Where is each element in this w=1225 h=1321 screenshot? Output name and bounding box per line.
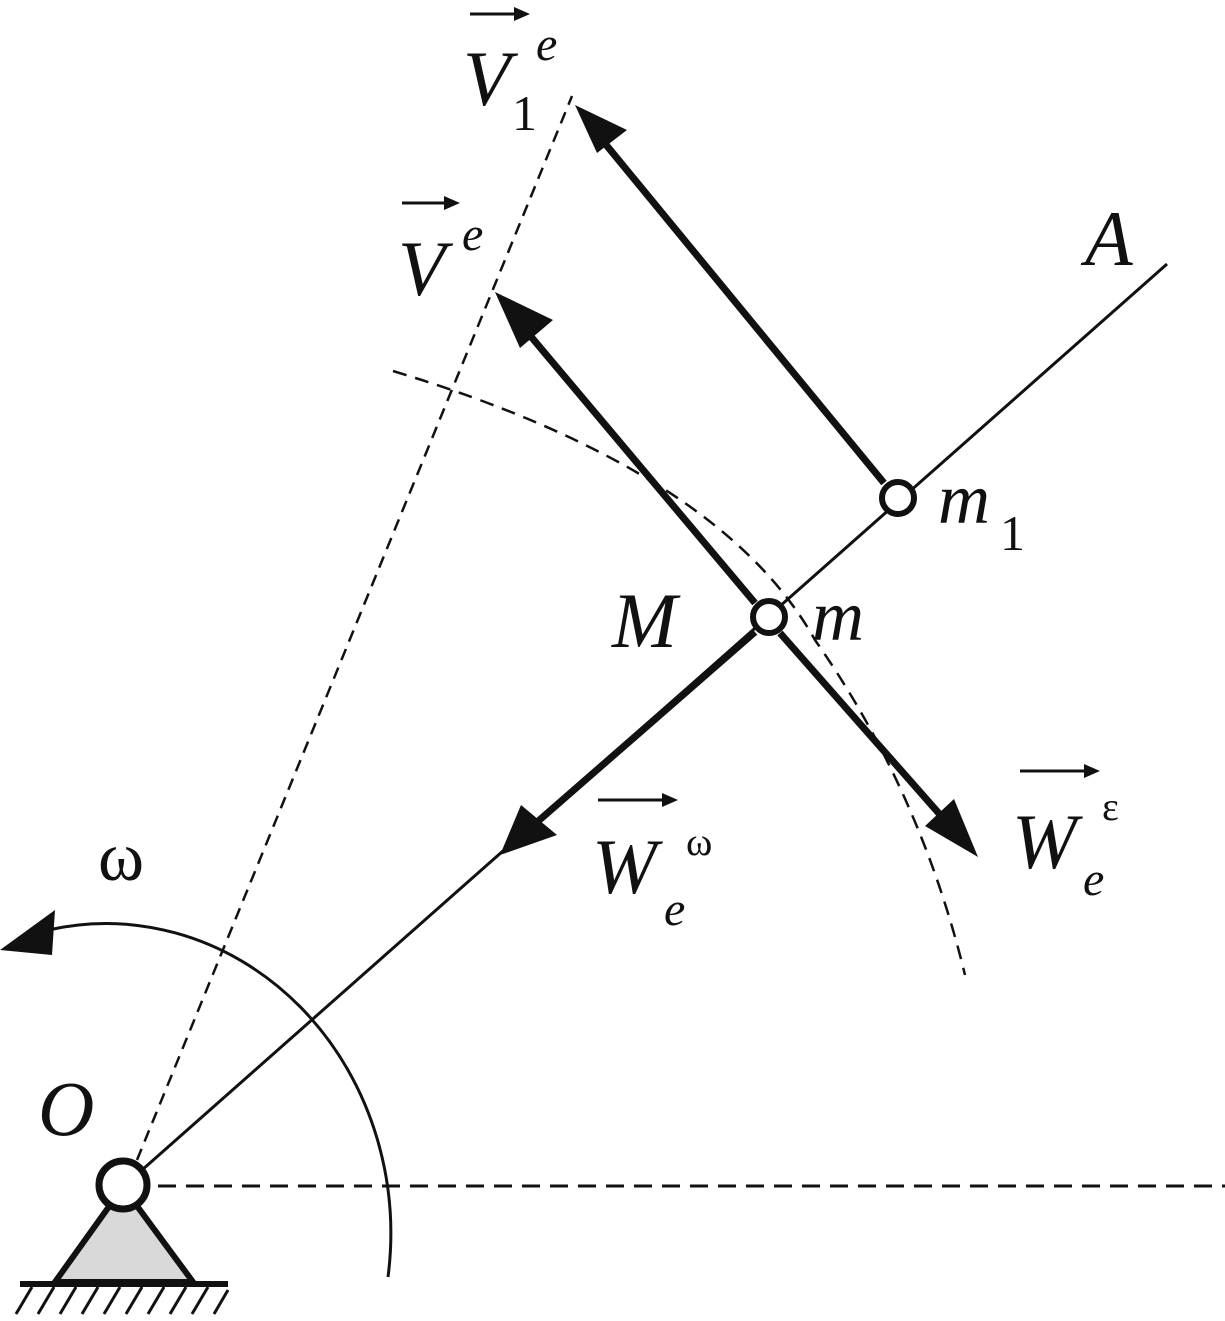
label-O: O (38, 1065, 94, 1152)
w-omega-arrowhead (500, 805, 557, 855)
label-w-omega-sup: ω (686, 819, 712, 864)
w-eps-arrowhead (925, 799, 978, 857)
pivot-O-circle (95, 1157, 151, 1213)
omega-arc (47, 922, 393, 1278)
mass-m1-circle (879, 479, 917, 517)
label-ve-sup: e (462, 208, 483, 261)
label-v1e: V 1 e (463, 7, 557, 141)
w-omega-vector-shaft (525, 629, 758, 833)
omega-arrowhead (0, 910, 55, 955)
v1e-vector-shaft (595, 132, 887, 486)
label-w-eps: W e ε (1012, 764, 1119, 906)
trajectory-arc (392, 369, 967, 976)
ve-vector-shaft (514, 317, 758, 606)
label-M: M (611, 577, 681, 664)
ve-arrowhead (495, 292, 553, 348)
label-m1-sub: 1 (1000, 505, 1025, 561)
ground-hatching (14, 1286, 230, 1315)
label-ve: V e (398, 196, 483, 312)
label-A: A (1080, 195, 1133, 282)
v1e-arrowhead (575, 105, 627, 153)
label-w-eps-sup: ε (1102, 784, 1119, 829)
label-w-omega-base: W (592, 823, 663, 910)
label-w-eps-sub: e (1083, 853, 1104, 906)
label-v1e-base: V (463, 35, 519, 122)
label-v1e-sup: e (536, 18, 557, 71)
label-v1e-sub: 1 (512, 85, 537, 141)
label-w-omega-sub: e (664, 883, 685, 936)
mass-m-circle (750, 598, 788, 636)
w-eps-vector-shaft (777, 630, 953, 829)
label-w-eps-base: W (1012, 798, 1083, 885)
label-m: m (812, 576, 864, 656)
perpendicular-dashed-line (135, 95, 574, 1161)
label-m1: m (938, 459, 990, 539)
label-ve-base: V (398, 225, 454, 312)
label-omega: ω (98, 819, 144, 896)
label-w-omega: W e ω (592, 793, 712, 936)
